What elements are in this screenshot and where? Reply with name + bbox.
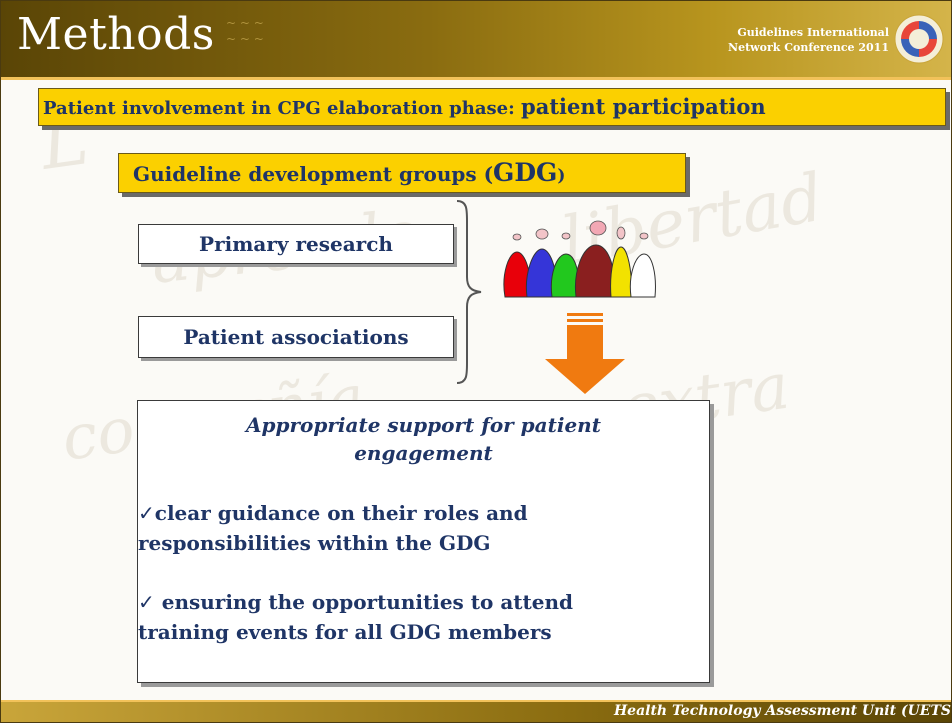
- bullet-1-line-2: responsibilities within the GDG: [138, 531, 491, 555]
- header-bar: Methods ~ ~ ~~ ~ ~ Guidelines Internatio…: [1, 1, 951, 77]
- support-title-line-2: engagement: [354, 441, 493, 465]
- people-group-icon: [503, 220, 656, 298]
- gdg-label: Guideline development groups (: [133, 162, 494, 186]
- bullet-2-line-1: ensuring the opportunities to attend: [154, 590, 573, 614]
- conference-label: Guidelines International Network Confere…: [728, 25, 889, 55]
- support-title-line-1: Appropriate support for patient: [246, 413, 601, 437]
- footer-text: Health Technology Assessment Unit (UETS: [613, 703, 951, 719]
- conference-line-2: Network Conference 2011: [728, 41, 889, 54]
- check-icon: ✓: [138, 590, 155, 614]
- down-arrow-icon: [545, 313, 625, 394]
- support-title: Appropriate support for patient engageme…: [138, 411, 709, 467]
- topic-banner: Patient involvement in CPG elaboration p…: [38, 88, 946, 126]
- gdg-heading: Guideline development groups (GDG): [118, 153, 686, 193]
- check-icon: ✓: [138, 501, 155, 525]
- header-decoration: ~ ~ ~~ ~ ~: [226, 16, 264, 46]
- gdg-acronym: GDG: [493, 158, 558, 187]
- banner-prefix: Patient involvement in CPG elaboration p…: [43, 98, 522, 119]
- header-divider: [1, 77, 951, 80]
- gdg-close: ): [557, 166, 566, 186]
- bullet-1-line-1: clear guidance on their roles and: [154, 501, 528, 525]
- bullet-2-line-2: training events for all GDG members: [138, 620, 552, 644]
- curly-brace-icon: [456, 200, 482, 384]
- banner-emphasis: patient participation: [521, 94, 766, 119]
- support-bullet-1: ✓clear guidance on their roles and respo…: [138, 498, 528, 558]
- footer-bar: Health Technology Assessment Unit (UETS: [1, 700, 951, 722]
- support-box: Appropriate support for patient engageme…: [137, 400, 710, 683]
- slide-title: Methods: [17, 9, 215, 60]
- source-primary-research: Primary research: [138, 224, 454, 264]
- source-patient-associations: Patient associations: [138, 316, 454, 358]
- support-bullet-2: ✓ ensuring the opportunities to attend t…: [138, 587, 573, 647]
- conference-line-1: Guidelines International: [737, 26, 889, 39]
- gin-logo-icon: [894, 14, 944, 64]
